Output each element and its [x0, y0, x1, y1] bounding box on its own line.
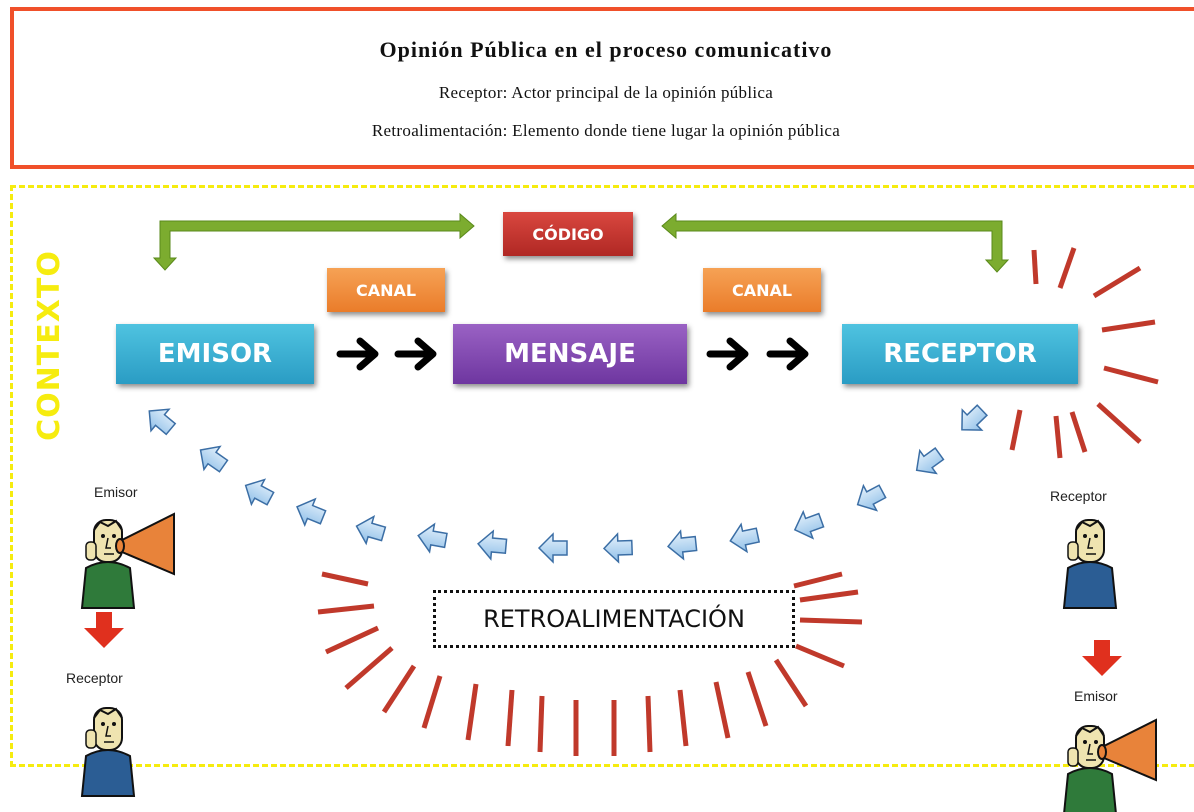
down-arrow-left-icon	[84, 612, 124, 648]
person-emisor-right	[1063, 719, 1157, 812]
label-right-bottom: Emisor	[1074, 688, 1118, 704]
canal-left-box: CANAL	[327, 268, 445, 312]
label-left-bottom: Receptor	[66, 670, 123, 686]
retroalimentacion-box: RETROALIMENTACIÓN	[433, 590, 795, 648]
receptor-box: RECEPTOR	[842, 324, 1078, 384]
header-title: Opinión Pública en el proceso comunicati…	[379, 37, 833, 62]
label-left-top: Emisor	[94, 484, 138, 500]
header-line-retro: Retroalimentación: Elemento donde tiene …	[371, 121, 841, 140]
header-box: Opinión Pública en el proceso comunicati…	[10, 7, 1194, 169]
person-emisor-left	[81, 513, 175, 609]
header-line-receptor: Receptor: Actor principal de la opinión …	[438, 83, 774, 102]
receptor-rays	[1009, 247, 1159, 459]
codigo-left-arrow	[152, 212, 475, 271]
label-right-top: Receptor	[1050, 488, 1107, 504]
down-arrow-right-icon	[1082, 640, 1122, 676]
emisor-box: EMISOR	[116, 324, 314, 384]
person-receptor-right	[1063, 519, 1117, 609]
codigo-box: CÓDIGO	[503, 212, 633, 256]
canal-right-box: CANAL	[703, 268, 821, 312]
codigo-right-arrow	[661, 212, 1010, 273]
person-receptor-left	[81, 707, 135, 797]
feedback-rays	[317, 571, 863, 756]
mensaje-box: MENSAJE	[453, 324, 687, 384]
feedback-arc-arrows	[139, 399, 993, 564]
flow-arrows-left	[336, 337, 437, 371]
context-frame	[10, 185, 1194, 767]
flow-arrows-right	[706, 337, 809, 371]
